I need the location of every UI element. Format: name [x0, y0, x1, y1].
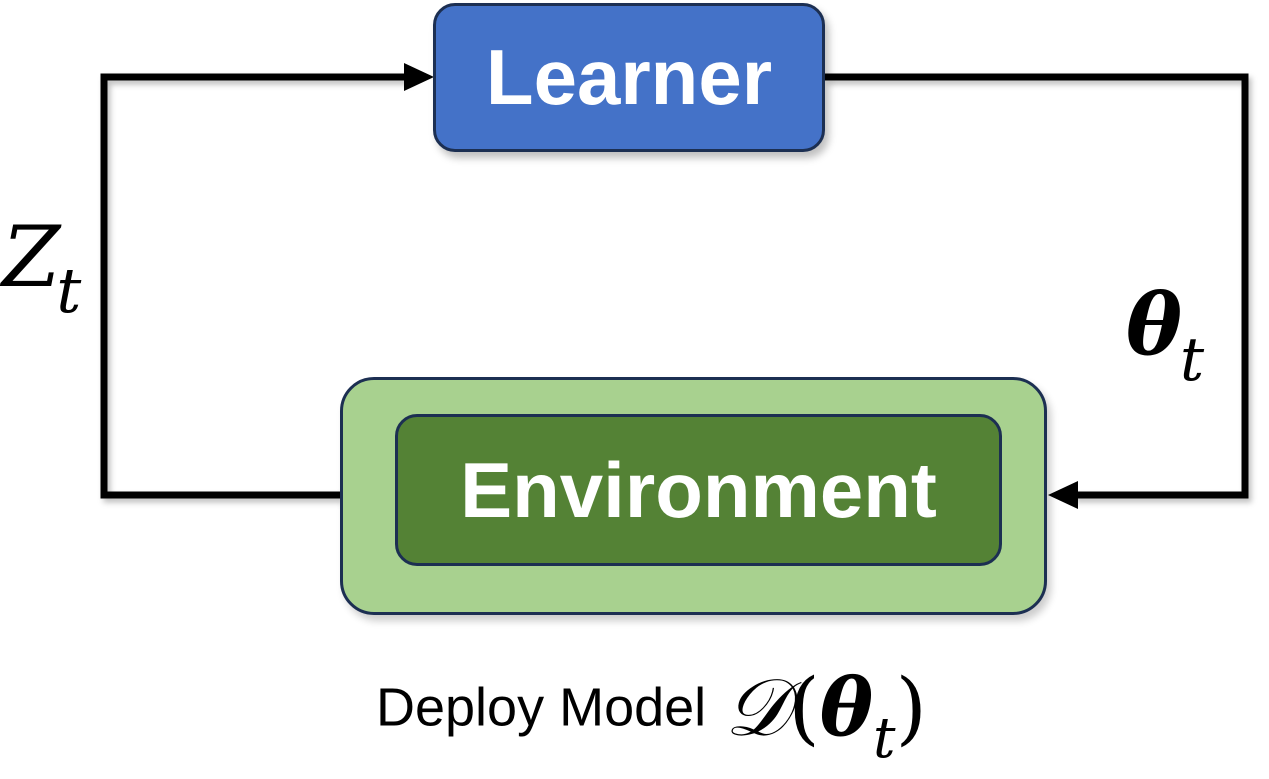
deploy-caption-text: Deploy Model — [376, 677, 707, 738]
feedback-line — [100, 73, 410, 499]
open-paren: ( — [788, 661, 820, 754]
deploy-caption: Deploy Model 𝒟(θt) — [376, 660, 927, 771]
learner-node: Learner — [433, 3, 825, 152]
environment-node: Environment — [395, 414, 1002, 566]
close-paren: ) — [895, 661, 927, 754]
parameters-line — [825, 73, 1249, 499]
feedback-edge-label: Zt — [2, 208, 81, 327]
deploy-caption-math: 𝒟(θt) — [724, 660, 927, 771]
parameters-subscript: t — [1180, 325, 1205, 395]
distribution-symbol: 𝒟 — [724, 661, 789, 754]
arrow-head-right — [404, 63, 434, 91]
caption-theta-subscript: t — [873, 706, 896, 771]
parameters-edge-label: θt — [1126, 275, 1204, 395]
caption-theta-symbol: θ — [819, 660, 874, 754]
learner-label: Learner — [485, 33, 773, 121]
environment-label: Environment — [460, 445, 937, 534]
parameters-symbol: θ — [1126, 275, 1183, 374]
feedback-subscript: t — [56, 254, 82, 327]
feedback-symbol: Z — [2, 208, 61, 306]
arrow-head-left — [1048, 481, 1078, 509]
